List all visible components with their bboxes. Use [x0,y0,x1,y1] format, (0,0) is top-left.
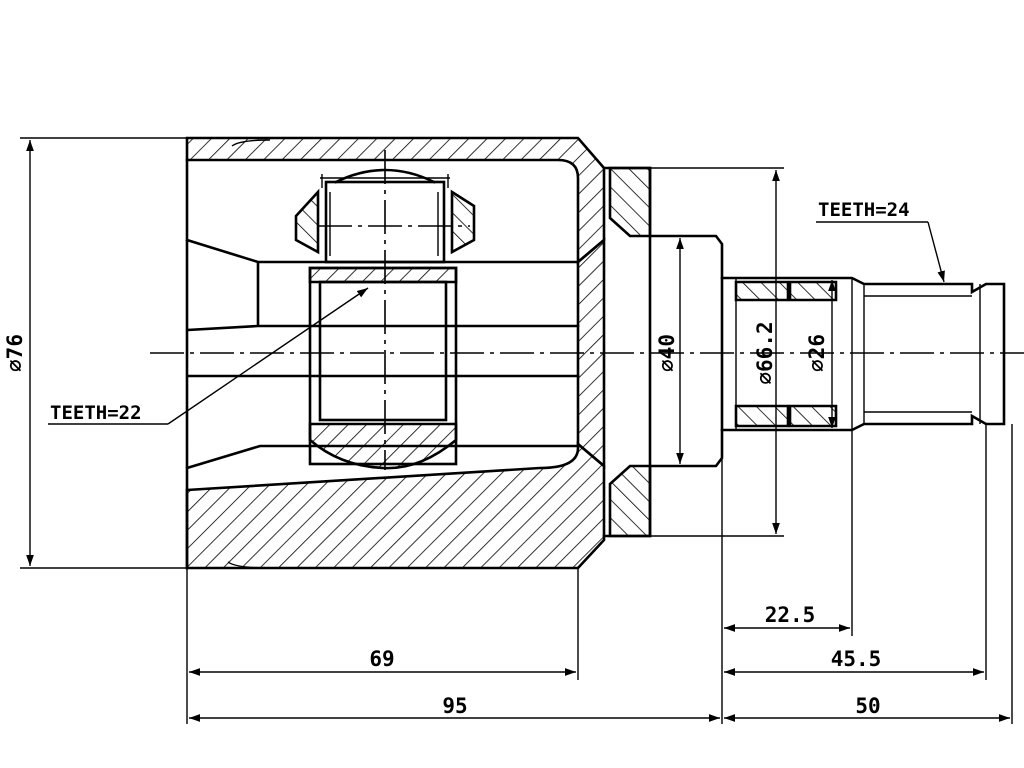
dim-spline-start-text: 22.5 [765,603,816,627]
dim-spline-end-text: 45.5 [831,647,882,671]
teeth-inner-label: TEETH=22 [50,402,142,424]
teeth-outer-label: TEETH=24 [818,199,910,221]
housing-upper-wall [185,136,606,265]
housing-groove-top [231,139,271,147]
dim-seal-diameter-text: ⌀66.2 [753,321,777,384]
spline-section-a [734,280,790,302]
seal-ring-upper [608,166,652,238]
housing-lower-wall [185,441,606,570]
housing-bore-profile [185,158,580,570]
roller-bottom-band [308,422,458,470]
dim-housing-length-text: 69 [369,647,394,671]
housing-groove-bottom [227,561,271,569]
teeth-outer-leader [927,221,945,283]
roller-inner [318,280,448,422]
needle-bearing-left [294,188,320,255]
dim-stub-length-text: 50 [855,694,880,718]
dim-body-length-text: 95 [442,694,467,718]
teeth-inner-leader [167,287,369,425]
spline-section-b [788,280,838,302]
dim-shaft-diameter-text: ⌀26 [805,334,829,372]
dim-overall-diameter-text: ⌀76 [3,334,27,372]
needle-bearing-right [450,189,476,255]
housing-front-wall [576,237,606,469]
spline-section-c [734,404,790,428]
seal-ring-lower [608,464,652,538]
dim-bore-diameter-text: ⌀40 [655,334,679,372]
spline-section-d [788,404,838,428]
roller-top-band [308,266,458,284]
stub-shaft [720,276,1006,432]
